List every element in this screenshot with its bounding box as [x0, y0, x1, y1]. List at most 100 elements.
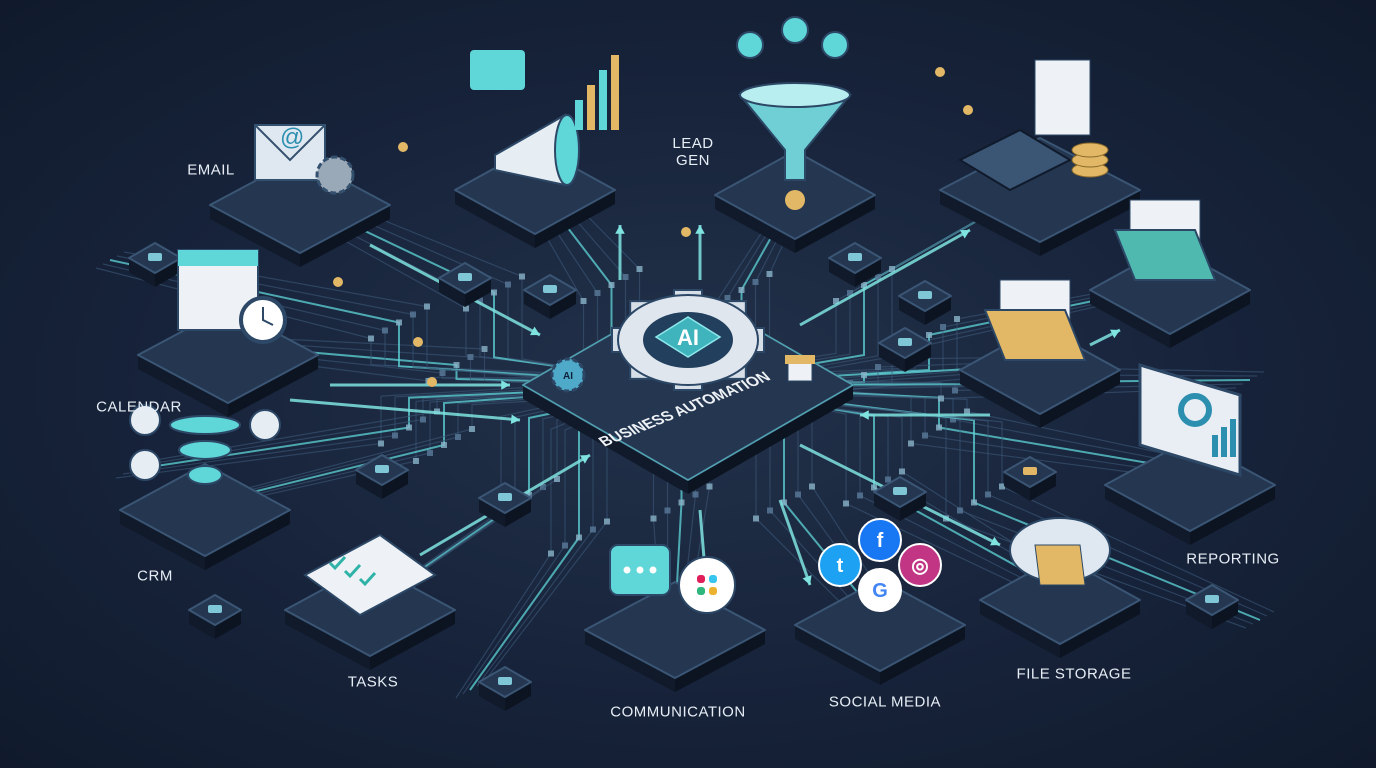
- tile-side: [205, 510, 290, 570]
- label-crm: CRM: [137, 567, 173, 585]
- circuit-node: [424, 303, 430, 310]
- circuit-node: [781, 499, 787, 506]
- circuit-node: [368, 335, 374, 342]
- circuit-node: [406, 424, 412, 431]
- small-gear: [550, 357, 586, 393]
- circuit-node: [940, 324, 946, 330]
- circuit-node: [954, 316, 960, 322]
- tile-side: [1186, 600, 1212, 629]
- circuit-node: [439, 370, 446, 376]
- chip-icon: [458, 273, 472, 281]
- tile-side: [524, 290, 550, 319]
- funnel-layer: [169, 415, 241, 435]
- label-tasks: TASKS: [347, 673, 399, 691]
- circuit-node: [861, 282, 867, 288]
- tile-side: [1040, 190, 1140, 256]
- chip-icon: [1205, 595, 1219, 603]
- label-calendar: CALENDAR: [96, 398, 182, 416]
- circuit-node: [554, 476, 560, 482]
- tile-side: [855, 258, 881, 287]
- bar: [587, 85, 595, 130]
- circuit-node: [604, 518, 610, 525]
- tile-side: [1190, 485, 1275, 545]
- tile-side: [925, 296, 951, 325]
- chip-icon: [898, 338, 912, 346]
- social-glyph: ◎: [911, 555, 928, 577]
- small-chip: [878, 327, 932, 372]
- checkmark: [328, 555, 347, 571]
- tile-side: [370, 610, 455, 670]
- funnel-top: [739, 82, 851, 108]
- instagram-icon: ◎: [898, 543, 942, 587]
- chart-bubble: [470, 50, 525, 90]
- circuit-node: [594, 290, 601, 296]
- tile-documents: [959, 279, 1121, 428]
- chat-dot: [649, 566, 657, 574]
- circuit-node: [950, 416, 956, 423]
- circuit-node: [971, 499, 977, 506]
- tile-tasks: [284, 533, 456, 670]
- tile-side: [1040, 370, 1120, 428]
- bar: [599, 70, 607, 130]
- circuit-node: [999, 483, 1005, 490]
- tile-communication: [584, 544, 766, 692]
- circuit-node: [469, 426, 475, 432]
- circuit-node: [576, 534, 582, 541]
- small-chip: [438, 262, 492, 307]
- funnel-layer: [187, 465, 223, 485]
- circuit-node: [410, 311, 416, 318]
- slack-icon: [678, 556, 736, 614]
- label-email: EMAIL: [187, 161, 235, 179]
- circuit-node: [505, 281, 511, 288]
- circuit-node: [985, 491, 991, 498]
- circuit-node: [580, 298, 587, 304]
- small-gear-label: AI: [563, 371, 573, 382]
- contact-avatar: [129, 449, 161, 481]
- tile-side: [215, 610, 241, 639]
- flow-arrow: [289, 398, 521, 422]
- tile-side: [439, 278, 465, 307]
- circuit-node: [441, 442, 447, 448]
- label-lead-line1: LEAD: [672, 135, 714, 152]
- tile-side: [874, 492, 900, 521]
- circuit-node: [875, 274, 881, 280]
- tile-side: [535, 190, 615, 248]
- calculator-coins-icon: [957, 59, 1109, 192]
- circuit-node: [899, 468, 905, 475]
- small-chip: [1003, 456, 1057, 501]
- tile-side: [1004, 472, 1030, 501]
- small-chip: [128, 242, 182, 287]
- chip-icon: [498, 493, 512, 501]
- circuit-node: [753, 515, 759, 522]
- folder: [983, 309, 1087, 361]
- tile-side: [795, 195, 875, 253]
- tile-finance: [939, 59, 1141, 256]
- tile-side: [900, 492, 926, 521]
- tile-side: [465, 278, 491, 307]
- funnel-icon: [736, 16, 853, 210]
- circuit-node: [519, 273, 525, 280]
- arrow-head: [615, 225, 625, 234]
- circuit-node: [847, 290, 853, 296]
- small-chip: [828, 242, 882, 287]
- tile-side: [675, 630, 765, 692]
- label-social-media: SOCIAL MEDIA: [828, 693, 942, 711]
- circuit-node: [622, 274, 629, 280]
- tile-side: [210, 205, 300, 267]
- flow-arrow: [799, 228, 971, 327]
- circuit-node: [548, 550, 554, 557]
- twitter-icon: t: [818, 543, 862, 587]
- tile-side: [382, 470, 408, 499]
- circuit-node: [467, 354, 474, 360]
- tile-side: [300, 205, 390, 267]
- bar: [1212, 435, 1218, 457]
- tile-reporting: [1104, 362, 1276, 545]
- tile-side: [189, 610, 215, 639]
- arrow-head: [695, 225, 705, 234]
- tile-social-media: tf◎G: [794, 518, 966, 685]
- small-chip: [898, 280, 952, 325]
- tile-side: [1212, 600, 1238, 629]
- megaphone-icon: [470, 50, 619, 187]
